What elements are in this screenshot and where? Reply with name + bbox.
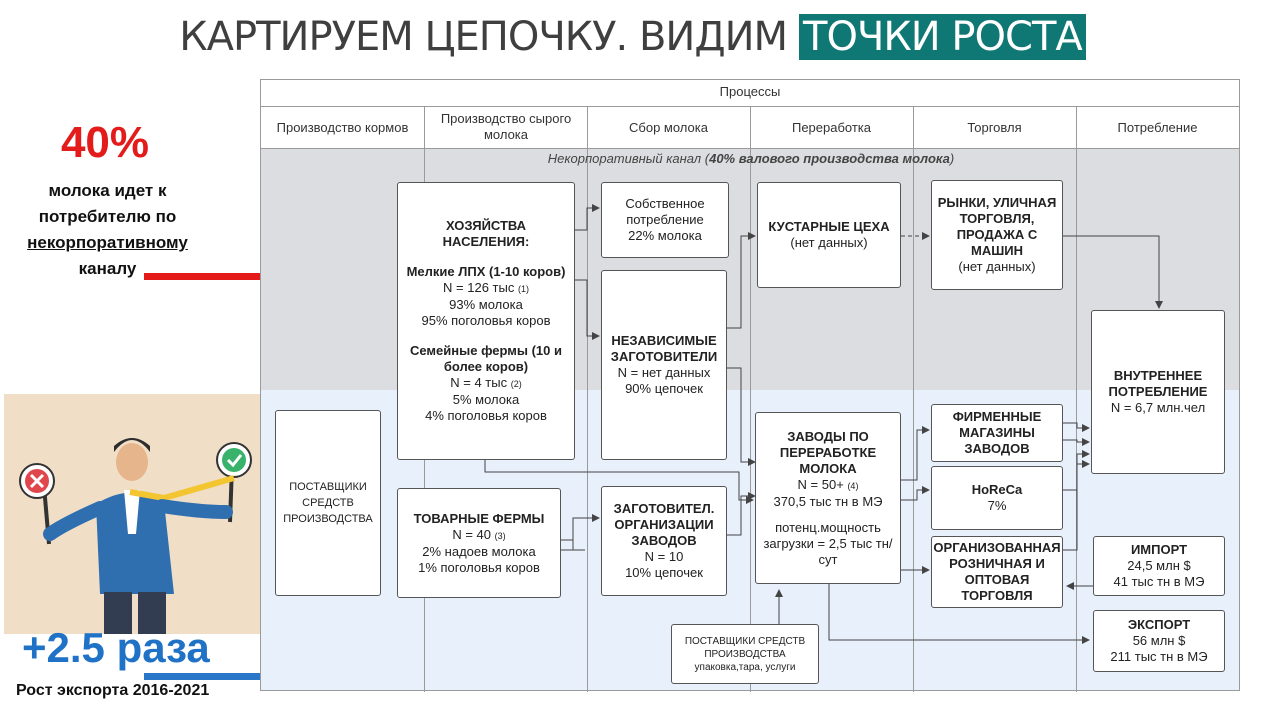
stat-text-2: некорпоративному: [27, 233, 188, 252]
own-consumption-l1: Собственное потребление: [625, 196, 705, 227]
horeca-l1: 7%: [987, 498, 1007, 513]
processes-header: Процессы: [719, 84, 781, 99]
households-l5: 5% молока: [452, 392, 520, 407]
horeca-title: HoReCa: [971, 482, 1023, 497]
column-header: Потребление: [1117, 120, 1198, 135]
plants-l1: N = 50+: [797, 476, 844, 492]
households-sub1: Мелкие ЛПХ (1-10 коров): [406, 264, 566, 279]
plants-l3: потенц.мощность загрузки = 2,5 тыс тн/су…: [763, 519, 893, 567]
column-divider: [1076, 106, 1077, 692]
plant-collectors-title: ЗАГОТОВИТЕЛ. ОРГАНИЗАЦИИ ЗАВОДОВ: [613, 501, 715, 548]
title-highlight: ТОЧКИ РОСТА: [799, 14, 1086, 60]
households-l3: 95% поголовья коров: [421, 313, 551, 328]
value-chain-diagram: Процессы Производство кормов Производств…: [260, 79, 1240, 692]
commercial-farms-l2: 2% надоев молока: [422, 543, 536, 559]
footnote-3: (3): [494, 530, 506, 541]
households-l2: 93% молока: [449, 297, 523, 312]
commercial-farms-l3: 1% поголовья коров: [418, 559, 540, 575]
export-l1: 56 млн $: [1132, 633, 1186, 648]
stat-text-3: каналу: [78, 259, 137, 278]
commercial-farms-l1: N = 40: [452, 526, 492, 542]
plants-box: ЗАВОДЫ ПО ПЕРЕРАБОТКЕ МОЛОКА N = 50+ (4)…: [755, 412, 901, 584]
band-label-text: Некорпоративный канал (: [547, 151, 710, 166]
suppliers-box: ПОСТАВЩИКИ СРЕДСТВ ПРОИЗВОДСТВА: [275, 410, 381, 596]
brand-stores-box: ФИРМЕННЫЕ МАГАЗИНЫ ЗАВОДОВ: [931, 404, 1063, 462]
organized-retail-box: ОРГАНИЗОВАННАЯ РОЗНИЧНАЯ И ОПТОВАЯ ТОРГО…: [931, 536, 1063, 608]
commercial-farms-title: ТОВАРНЫЕ ФЕРМЫ: [413, 510, 545, 526]
commercial-farms-box: ТОВАРНЫЕ ФЕРМЫ N = 40 (3) 2% надоев моло…: [397, 488, 561, 598]
export-l2: 211 тыс тн в МЭ: [1110, 649, 1208, 664]
column-header: Производство кормов: [276, 120, 409, 135]
column-header: Производство сырого молока: [440, 111, 572, 142]
import-l1: 24,5 млн $: [1127, 558, 1191, 573]
export-title: ЭКСПОРТ: [1127, 617, 1191, 632]
households-l6: 4% поголовья коров: [425, 408, 547, 423]
person-illustration: [4, 394, 262, 634]
column-divider: [913, 106, 914, 692]
plants-l2: 370,5 тыс тн в МЭ: [773, 493, 883, 509]
import-title: ИМПОРТ: [1130, 542, 1188, 557]
stat-value: 40%: [60, 118, 150, 167]
artisanal-box: КУСТАРНЫЕ ЦЕХА (нет данных): [757, 182, 901, 288]
domestic-title: ВНУТРЕННЕЕ ПОТРЕБЛЕНИЕ: [1108, 368, 1208, 399]
connectors: [484, 204, 1163, 652]
businessman-icon: [19, 438, 252, 634]
households-title: ХОЗЯЙСТВА НАСЕЛЕНИЯ:: [442, 218, 530, 249]
households-box: ХОЗЯЙСТВА НАСЕЛЕНИЯ: Мелкие ЛПХ (1-10 ко…: [397, 182, 575, 460]
plant-collectors-box: ЗАГОТОВИТЕЛ. ОРГАНИЗАЦИИ ЗАВОДОВ N = 10 …: [601, 486, 727, 596]
footnote-1: (1): [517, 284, 529, 294]
households-sub2: Семейные фермы (10 и более коров): [409, 343, 562, 374]
own-consumption-l2: 22% молока: [628, 228, 702, 243]
independent-title: НЕЗАВИСИМЫЕ ЗАГОТОВИТЕЛИ: [610, 333, 718, 364]
markets-box: РЫНКИ, УЛИЧНАЯ ТОРГОВЛЯ, ПРОДАЖА С МАШИН…: [931, 180, 1063, 290]
brand-stores-title: ФИРМЕННЫЕ МАГАЗИНЫ ЗАВОДОВ: [952, 409, 1042, 456]
organized-retail-title: ОРГАНИЗОВАННАЯ РОЗНИЧНАЯ И ОПТОВАЯ ТОРГО…: [933, 540, 1061, 603]
suppliers-bottom-l2: упаковка,тара, услуги: [694, 661, 796, 673]
column-header: Торговля: [967, 120, 1022, 135]
households-l4: N = 4 тыс: [450, 375, 508, 390]
column-header: Переработка: [791, 120, 872, 135]
growth-value: +2.5 раза: [22, 624, 210, 671]
stat-text: молока идет к потребителю по некорпорати…: [10, 178, 205, 282]
markets-title: РЫНКИ, УЛИЧНАЯ ТОРГОВЛЯ, ПРОДАЖА С МАШИН: [937, 195, 1057, 258]
independent-l1: N = нет данных: [617, 365, 711, 380]
horeca-box: HoReCa 7%: [931, 466, 1063, 530]
plant-collectors-l1: N = 10: [644, 549, 684, 564]
markets-l1: (нет данных): [958, 259, 1036, 274]
import-l2: 41 тыс тн в МЭ: [1113, 574, 1205, 589]
stat-text-1: молока идет к потребителю по: [38, 181, 177, 226]
band-label-bold: 40% валового производства молока: [709, 151, 950, 166]
footnote-4: (4): [847, 480, 859, 491]
growth-caption: Рост экспорта 2016-2021: [16, 682, 210, 699]
import-box: ИМПОРТ 24,5 млн $ 41 тыс тн в МЭ: [1093, 536, 1225, 596]
artisanal-title: КУСТАРНЫЕ ЦЕХА: [768, 219, 890, 234]
column-header: Сбор молока: [629, 120, 708, 135]
export-box: ЭКСПОРТ 56 млн $ 211 тыс тн в МЭ: [1093, 610, 1225, 672]
suppliers-bottom-box: ПОСТАВЩИКИ СРЕДСТВ ПРОИЗВОДСТВА упаковка…: [671, 624, 819, 684]
artisanal-l1: (нет данных): [790, 235, 868, 250]
footnote-2: (2): [510, 379, 522, 389]
households-l1: N = 126 тыс: [443, 280, 515, 295]
plants-title: ЗАВОДЫ ПО ПЕРЕРАБОТКЕ МОЛОКА: [779, 428, 877, 476]
domestic-l1: N = 6,7 млн.чел: [1110, 400, 1206, 415]
plant-collectors-l2: 10% цепочек: [625, 565, 703, 580]
column-divider: [587, 106, 588, 692]
domestic-consumption-box: ВНУТРЕННЕЕ ПОТРЕБЛЕНИЕ N = 6,7 млн.чел: [1091, 310, 1225, 474]
title-part1: КАРТИРУЕМ ЦЕПОЧКУ. ВИДИМ: [179, 14, 788, 60]
band-label: Некорпоративный канал (40% валового прои…: [461, 151, 1041, 166]
suppliers-bottom-l1: ПОСТАВЩИКИ СРЕДСТВ ПРОИЗВОДСТВА: [684, 635, 806, 660]
independent-l2: 90% цепочек: [625, 381, 703, 396]
own-consumption-box: Собственное потребление 22% молока: [601, 182, 729, 258]
band-label-end: ): [949, 151, 955, 166]
independent-collectors-box: НЕЗАВИСИМЫЕ ЗАГОТОВИТЕЛИ N = нет данных …: [601, 270, 727, 460]
column-divider: [750, 106, 751, 692]
